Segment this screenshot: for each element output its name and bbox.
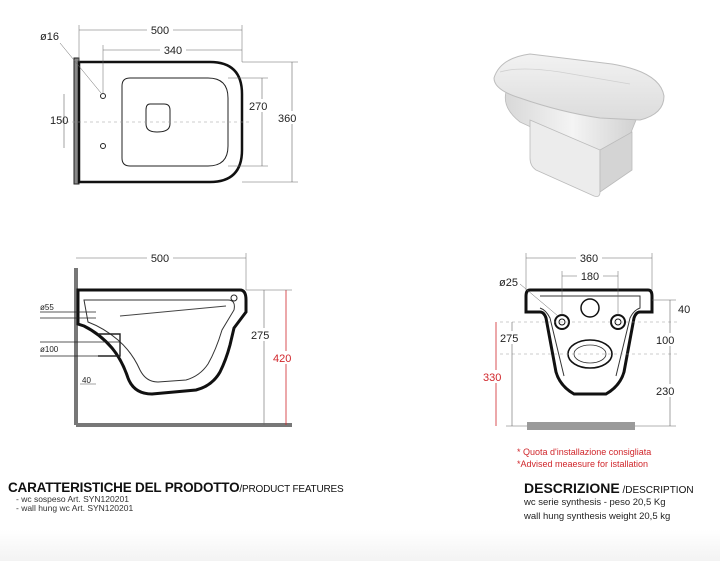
description-line-1: wc serie synthesis - peso 20,5 Kg: [524, 497, 666, 508]
side-height-total-label: 420: [273, 353, 291, 365]
install-note-it: * Quota d'installazione consigliata: [517, 447, 652, 457]
features-title-main: CARATTERISTICHE DEL PRODOTTO: [8, 480, 240, 495]
side-width-label: 500: [151, 253, 169, 265]
page-footer-fade: [0, 530, 720, 561]
product-features: CARATTERISTICHE DEL PRODOTTO/PRODUCT FEA…: [8, 480, 428, 513]
top-side-label: 150: [50, 115, 68, 127]
front-view-drawing: 360 180 ø25 40 100 230 275 330: [481, 251, 690, 430]
front-mid-label: 100: [656, 335, 674, 347]
top-view-drawing: 500 340 ø16 150 270 360: [40, 23, 303, 185]
front-install-label: 330: [483, 372, 501, 384]
features-title: CARATTERISTICHE DEL PRODOTTO/PRODUCT FEA…: [8, 480, 428, 495]
features-line-2: - wall hung wc Art. SYN120201: [16, 503, 134, 513]
top-hole-spacing-label: 340: [164, 45, 182, 57]
features-line-1: - wc sospeso Art. SYN120201: [16, 494, 129, 504]
features-title-sub: /PRODUCT FEATURES: [239, 484, 344, 495]
top-hole-dia-label: ø16: [40, 31, 59, 43]
side-height-label: 275: [251, 330, 269, 342]
description-title-main: DESCRIZIONE: [524, 480, 620, 496]
top-width-label: 500: [151, 25, 169, 37]
install-note-en: *Advised meaesure for istallation: [517, 459, 649, 469]
side-pipe-upper-label: ø55: [40, 303, 54, 312]
description-title-sub: /DESCRIPTION: [619, 485, 694, 496]
front-height-label: 275: [500, 333, 518, 345]
front-lower-label: 230: [656, 386, 674, 398]
product-photo: [493, 53, 665, 197]
description-title: DESCRIZIONE /DESCRIPTION: [524, 480, 714, 496]
description-line-2: wall hung synthesis weight 20,5 kg: [524, 511, 671, 522]
installation-notes: * Quota d'installazione consigliata *Adv…: [517, 446, 717, 470]
side-view-drawing: ø55 ø100 40 500 275 420: [40, 251, 298, 427]
product-description: DESCRIZIONE /DESCRIPTION wc serie synthe…: [524, 480, 714, 524]
side-offset-label: 40: [82, 376, 91, 385]
side-pipe-lower-label: ø100: [40, 345, 59, 354]
top-depth-label: 360: [278, 113, 296, 125]
front-hole-dia-label: ø25: [499, 277, 518, 289]
top-inner-depth-label: 270: [249, 101, 267, 113]
front-width-label: 360: [580, 253, 598, 265]
front-top-label: 40: [678, 304, 690, 316]
front-hole-spacing-label: 180: [581, 271, 599, 283]
